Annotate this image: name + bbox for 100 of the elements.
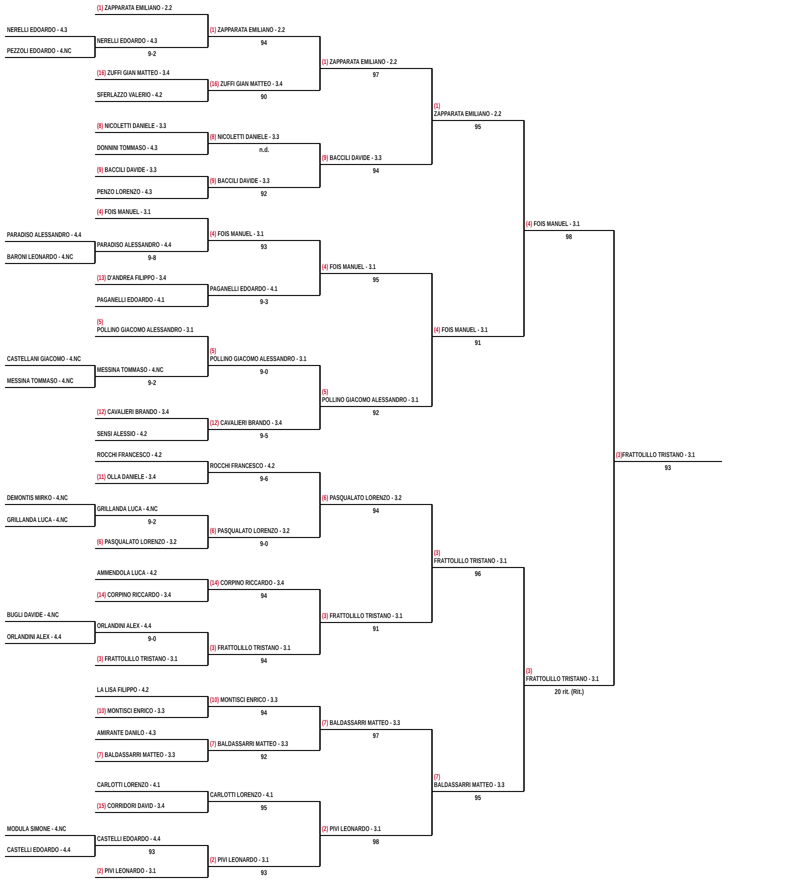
bracket-line <box>319 406 321 430</box>
bracket-slot <box>95 835 208 846</box>
bracket-line <box>319 36 321 68</box>
bracket-line <box>319 729 321 750</box>
bracket-slot <box>95 655 208 666</box>
bracket-slot <box>208 346 320 366</box>
bracket-line <box>207 365 209 376</box>
bracket-line <box>207 472 209 484</box>
bracket-slot <box>320 387 432 407</box>
bracket-slot <box>320 58 432 69</box>
bracket-line <box>207 418 209 430</box>
bracket-slot <box>208 285 320 296</box>
bracket-slot <box>95 430 208 441</box>
bracket-line <box>207 706 209 718</box>
bracket-slot <box>208 462 320 473</box>
bracket-line <box>207 632 209 654</box>
bracket-slot <box>95 317 208 337</box>
bracket-line <box>94 36 96 48</box>
bracket-line <box>207 295 209 306</box>
bracket-line <box>94 632 96 644</box>
bracket-line <box>431 273 433 336</box>
bracket-line <box>319 835 321 866</box>
bracket-line <box>94 845 96 856</box>
bracket-slot <box>432 548 524 568</box>
bracket-slot <box>320 612 432 623</box>
bracket-slot <box>95 366 208 377</box>
bracket-line <box>431 504 433 568</box>
bracket-line <box>207 218 209 240</box>
bracket-slot <box>95 729 208 740</box>
bracket-slot <box>95 188 208 199</box>
bracket-slot <box>95 69 208 80</box>
bracket-line <box>523 230 525 336</box>
bracket-line <box>523 120 525 230</box>
bracket-line <box>613 461 615 686</box>
bracket-slot <box>5 231 95 242</box>
bracket-slot <box>432 101 524 121</box>
bracket-slot <box>5 355 95 366</box>
bracket-line <box>319 273 321 296</box>
bracket-slot <box>95 751 208 762</box>
bracket-slot <box>95 91 208 102</box>
bracket-line <box>207 187 209 198</box>
bracket-slot <box>524 220 614 231</box>
bracket-slot <box>95 505 208 516</box>
bracket-line <box>523 685 525 792</box>
bracket-line <box>207 284 209 296</box>
bracket-line <box>207 801 209 812</box>
bracket-slot <box>208 133 320 144</box>
bracket-line <box>207 579 209 590</box>
bracket-line <box>319 589 321 622</box>
bracket-line <box>319 472 321 504</box>
bracket-slot <box>5 846 95 857</box>
bracket-slot <box>208 80 320 91</box>
bracket-slot <box>95 622 208 633</box>
bracket-slot <box>208 419 320 430</box>
bracket-slot <box>95 707 208 718</box>
bracket-slot <box>5 26 95 37</box>
bracket-slot <box>95 274 208 285</box>
bracket-line <box>207 845 209 866</box>
bracket-slot <box>95 4 208 15</box>
bracket-line <box>319 504 321 538</box>
bracket-line <box>207 14 209 36</box>
bracket-slot <box>432 326 524 337</box>
bracket-line <box>207 654 209 666</box>
bracket-slot <box>5 253 95 264</box>
bracket-line <box>431 336 433 406</box>
bracket-line <box>207 143 209 154</box>
bracket-slot <box>208 177 320 188</box>
bracket-line <box>431 729 433 792</box>
bracket-slot <box>95 37 208 48</box>
bracket-line <box>94 621 96 632</box>
bracket-slot <box>95 144 208 155</box>
bracket-slot <box>95 781 208 792</box>
bracket-slot <box>208 696 320 707</box>
bracket-line <box>207 79 209 90</box>
bracket-line <box>94 376 96 388</box>
bracket-slot <box>320 263 432 274</box>
bracket-slot <box>95 591 208 602</box>
bracket-line <box>319 622 321 654</box>
bracket-line <box>207 429 209 440</box>
bracket-slot <box>95 241 208 252</box>
bracket-slot <box>5 47 95 58</box>
bracket-line <box>94 241 96 252</box>
bracket-line <box>94 515 96 526</box>
bracket-slot <box>432 772 524 792</box>
bracket-slot <box>208 230 320 241</box>
bracket-slot <box>5 611 95 622</box>
bracket-slot <box>208 579 320 590</box>
bracket-slot <box>208 26 320 37</box>
bracket-line <box>319 240 321 274</box>
bracket-slot <box>95 473 208 484</box>
bracket-line <box>523 567 525 686</box>
bracket-slot <box>95 408 208 419</box>
bracket-slot <box>5 377 95 388</box>
bracket-slot <box>5 825 95 836</box>
bracket-slot <box>208 740 320 751</box>
bracket-slot <box>95 166 208 177</box>
bracket-slot <box>208 856 320 867</box>
bracket-line <box>207 537 209 548</box>
bracket-line <box>207 791 209 802</box>
bracket-line <box>431 791 433 836</box>
